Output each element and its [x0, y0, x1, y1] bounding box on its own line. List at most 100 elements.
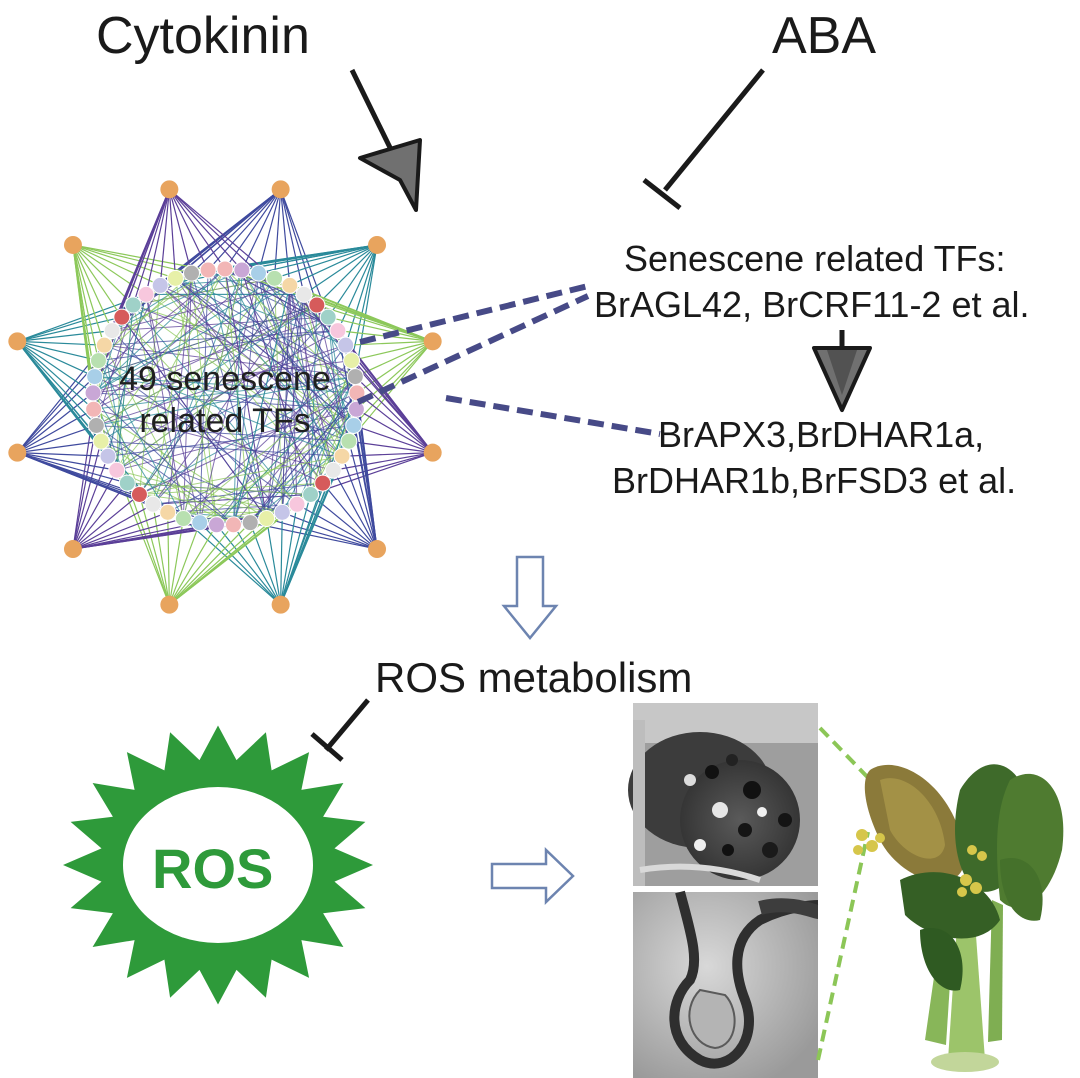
network-edge [104, 344, 350, 442]
network-edge [107, 294, 147, 457]
network-spoke [168, 522, 251, 606]
network-spoke [257, 189, 282, 274]
network-spoke [168, 189, 177, 279]
network-spoke [354, 244, 378, 377]
network-edge [116, 278, 275, 471]
tem-plastoglobuli [684, 754, 792, 858]
network-inner-node [343, 352, 361, 370]
network-outer-nodes [8, 180, 442, 614]
network-edge [93, 360, 352, 394]
network-inner-node [174, 510, 192, 528]
network-inner-node [216, 260, 234, 278]
network-spoke [168, 511, 283, 606]
network-edge [249, 392, 358, 523]
network-edge [96, 376, 356, 426]
network-spoke [168, 189, 209, 271]
network-edge [100, 268, 226, 442]
network-inner-node [159, 503, 177, 521]
network-edge [241, 269, 312, 495]
network-spoke [72, 482, 128, 550]
network-inner-node [137, 285, 155, 303]
network-spoke [216, 524, 282, 606]
plastoglobule [743, 781, 761, 799]
network-spoke [16, 340, 95, 410]
network-inner-node [281, 276, 299, 294]
network-spoke [355, 409, 378, 550]
network-spoke [250, 522, 378, 550]
network-spoke [16, 340, 102, 442]
network-outer-node [8, 332, 27, 351]
network-spoke [168, 188, 259, 274]
network-spoke [296, 503, 378, 550]
network-inner-node [347, 400, 365, 418]
network-spoke [17, 340, 95, 378]
network-spoke [126, 482, 170, 605]
network-inner-node [208, 516, 226, 534]
plastoglobule [722, 844, 734, 856]
network-inner-node [130, 485, 148, 503]
network-spoke [121, 189, 170, 318]
senescent-plant-photo [853, 764, 1064, 1072]
network-spoke [168, 189, 193, 274]
network-spoke [72, 244, 192, 274]
network-spoke [274, 244, 378, 279]
network-inner-node [89, 352, 107, 370]
network-spoke [175, 188, 282, 279]
network-inner-node [249, 264, 267, 282]
network-spoke [72, 503, 154, 550]
network-outer-node [160, 180, 179, 199]
network-edge [116, 317, 123, 471]
network-spoke [17, 452, 140, 496]
network-spoke [199, 522, 282, 606]
network-spoke [168, 524, 234, 606]
network-spoke [332, 469, 378, 550]
ros-inhibition-bar [310, 698, 370, 762]
network-edge [92, 392, 234, 526]
network-outer-node [63, 235, 82, 254]
network-spoke [17, 452, 154, 505]
target-genes-line-1: BrAPX3,BrDHAR1a, [658, 414, 985, 455]
tem-micrograph-top [628, 703, 818, 886]
network-inner-node [113, 308, 131, 326]
network-spoke [280, 189, 291, 286]
network-inner-node [288, 495, 306, 513]
network-edge [139, 278, 275, 495]
network-edge [232, 294, 305, 525]
network-spoke [72, 441, 102, 550]
network-spoke [348, 441, 378, 550]
network-spoke [280, 189, 318, 306]
network-edge [139, 455, 343, 495]
network-edge [175, 277, 355, 426]
network-edge [98, 360, 298, 505]
network-spoke [266, 517, 378, 550]
network-edge [96, 344, 346, 426]
network-spoke [348, 340, 434, 442]
network-spoke [16, 340, 94, 394]
network-edge [96, 424, 349, 442]
network-spoke [280, 504, 298, 605]
network-outer-node [368, 540, 387, 559]
network-inner-nodes [84, 260, 366, 534]
network-edge [183, 425, 354, 519]
network-outer-node [368, 235, 387, 254]
plastoglobule [778, 813, 792, 827]
network-spoke [16, 392, 94, 454]
network-spoke [345, 344, 434, 454]
network-edge [139, 376, 356, 495]
network-edge [138, 285, 161, 495]
network-inner-node [295, 285, 313, 303]
network-inner-node [166, 269, 184, 287]
plastoglobule [762, 842, 778, 858]
network-inner-node [144, 495, 162, 513]
network-outer-node [160, 595, 179, 614]
tf-network [8, 180, 442, 614]
network-edge [281, 285, 291, 513]
network-spoke [17, 424, 97, 454]
network-edge [116, 469, 234, 526]
network-spoke [168, 518, 267, 606]
network-edge [100, 304, 318, 442]
ros-star-badge [63, 725, 373, 1005]
network-spoke [16, 340, 109, 457]
tf-box-heading: Senescene related TFs: [624, 238, 1006, 279]
network-inner-node [86, 368, 104, 386]
